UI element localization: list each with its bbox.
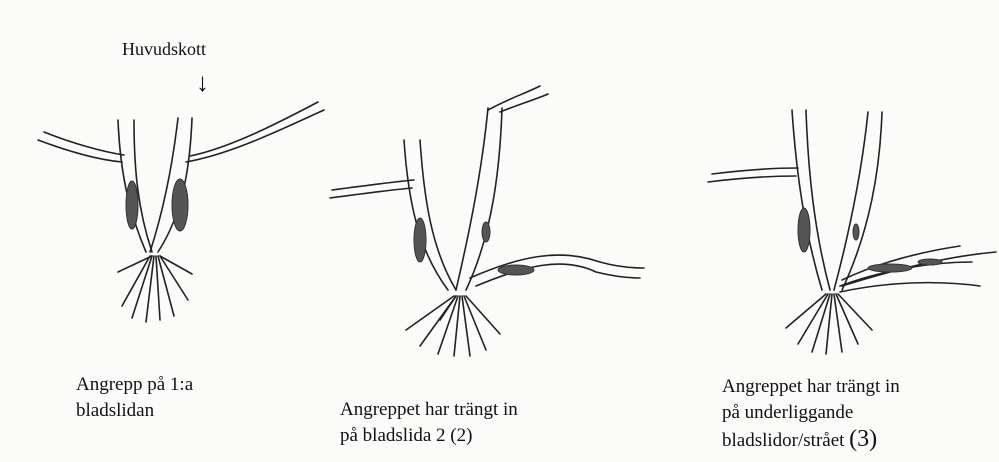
caption-3-line-1: Angreppet har trängt in [722, 374, 900, 400]
caption-2-line-2: på bladslida 2 (2) [340, 423, 518, 449]
caption-2-line-1: Angreppet har trängt in [340, 397, 518, 423]
caption-1-line-1: Angrepp på 1:a [76, 372, 193, 398]
plant-drawing-2 [330, 86, 644, 356]
caption-2: Angreppet har trängt in på bladslida 2 (… [340, 397, 518, 449]
caption-3-line-3-number: (3) [849, 426, 877, 452]
caption-1: Angrepp på 1:a bladslidan [76, 372, 193, 424]
main-shoot-label: Huvudskott [122, 36, 206, 62]
caption-3-line-3: bladslidor/strået (3) [722, 426, 900, 454]
caption-3: Angreppet har trängt in på underliggande… [722, 374, 900, 454]
caption-1-line-2: bladslidan [76, 398, 193, 424]
lesions-drawing-1 [126, 179, 188, 231]
caption-3-line-3-text: bladslidor/strået [722, 430, 844, 451]
main-shoot-arrow-icon: ↓ [196, 70, 209, 96]
plant-drawing-3 [708, 110, 996, 354]
caption-3-line-2: på underliggande [722, 400, 900, 426]
